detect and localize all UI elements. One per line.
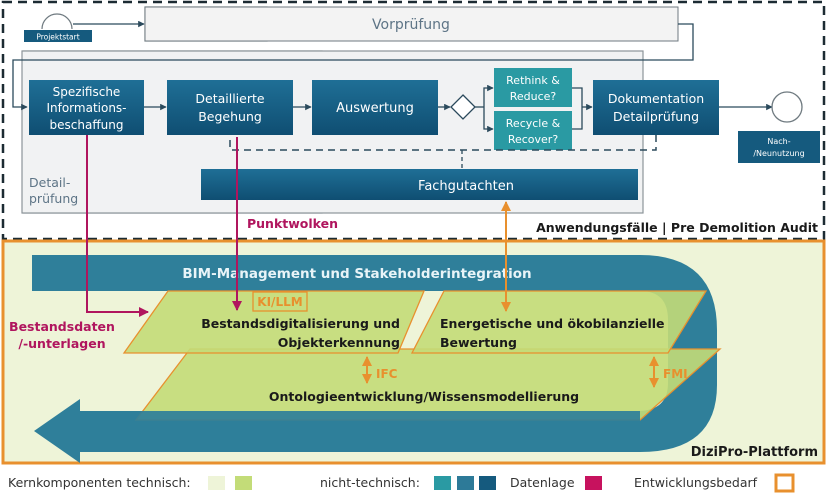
layer-bestandsdigitalisierung: [122, 290, 425, 354]
step-rethink-line2: Reduce?: [510, 90, 557, 103]
vorpruefung-label: Vorprüfung: [372, 17, 450, 33]
nachnutzung-badge[interactable]: [738, 131, 820, 163]
fachgutachten-dashed-connector: [229, 135, 657, 151]
step-begehung-line2: Begehung: [198, 109, 262, 124]
step-info-line1: Spezifische: [53, 85, 121, 99]
bim-flow-band-bottom: [80, 411, 640, 452]
detail-label-line2: prüfung: [29, 191, 78, 206]
legend-swatch-light-green: [208, 476, 225, 490]
vorpruefung-wide[interactable]: [144, 6, 679, 42]
legend: Kernkomponenten technisch: nicht-technis…: [8, 473, 795, 493]
audit-section-title: Anwendungsfälle | Pre Demolition Audit: [536, 220, 818, 235]
ifc-label: IFC: [376, 367, 398, 381]
ki-llm-badge: [252, 291, 308, 312]
ontologie-label: Ontologieentwicklung/Wissensmodellierung: [269, 389, 579, 404]
nachnutzung-line1: Nach-: [767, 137, 790, 146]
bestandsdaten-line1: Bestandsdaten: [9, 319, 115, 334]
legend-swatch-green: [235, 476, 252, 490]
start-event-icon: [41, 13, 73, 30]
ki-llm-label: KI/LLM: [257, 295, 302, 309]
step-informationsbeschaffung[interactable]: Spezifische Informations- beschaffung: [29, 80, 144, 135]
fmi-label: FMI: [663, 367, 688, 381]
step-detaillierte-begehung[interactable]: Detaillierte Begehung: [167, 80, 293, 135]
step-rethink-reduce[interactable]: Rethink & Reduce?: [494, 68, 572, 107]
legend-swatch-mid-blue: [457, 476, 474, 490]
legend-entwicklungsbedarf-label: Entwicklungsbedarf: [634, 475, 758, 490]
bestandsdaten-flow-arrow: [86, 135, 149, 317]
vorpruefung-loop-connector: [12, 23, 694, 111]
end-event-icon: [771, 91, 803, 123]
energie-line2: Bewertung: [440, 335, 517, 350]
energie-line1: Energetische und ökobilanzielle: [440, 316, 665, 331]
fachgutachten-bar[interactable]: Fachgutachten: [201, 169, 638, 200]
gateway-to-rethink-arrow: [483, 84, 494, 107]
layer-ontologie: [134, 348, 722, 421]
step-recycle-line2: Recover?: [508, 133, 558, 146]
step-begehung-line1: Detaillierte: [195, 91, 264, 106]
step-doku-line1: Dokumentation: [608, 91, 704, 106]
digitalisierung-line1: Bestandsdigitalisierung und: [201, 316, 400, 331]
step-recycle-line1: Recycle &: [506, 117, 561, 130]
legend-swatch-magenta: [585, 476, 602, 490]
gateway-to-recycle-arrow: [483, 107, 494, 133]
punktwolken-label: Punktwolken: [247, 216, 338, 231]
step-info-line2: Informations-: [46, 101, 126, 115]
nachnutzung-line2: /Neunutzung: [753, 149, 804, 158]
legend-datenlage-label: Datenlage: [510, 475, 575, 490]
step-dokumentation[interactable]: Dokumentation Detailprüfung: [593, 80, 719, 135]
bim-management-label: BIM-Management und Stakeholderintegratio…: [182, 266, 531, 282]
legend-swatch-dark-blue: [479, 476, 496, 490]
recycle-merge-connector: [572, 107, 583, 130]
bestandsdaten-line2: /-unterlagen: [18, 336, 105, 351]
legend-technisch-label: Kernkomponenten technisch:: [8, 475, 191, 490]
fachgutachten-label: Fachgutachten: [418, 179, 514, 194]
rethink-merge-connector: [572, 87, 583, 107]
layer-energetische-bewertung: [410, 290, 708, 354]
decision-gateway-icon: [450, 94, 476, 120]
platform-title: DiziPro-Plattform: [691, 445, 818, 460]
legend-swatch-orange-outline: [774, 473, 795, 493]
legend-swatch-teal: [434, 476, 451, 490]
legend-nicht-technisch-label: nicht-technisch:: [320, 475, 420, 490]
projektstart-label: Projektstart: [36, 33, 79, 42]
step-recycle-recover[interactable]: Recycle & Recover?: [494, 111, 572, 150]
digitalisierung-line2: Objekterkennung: [278, 335, 400, 350]
step-auswertung[interactable]: Auswertung: [312, 80, 438, 135]
projektstart-badge[interactable]: [24, 30, 92, 42]
detail-label-line1: Detail-: [29, 175, 70, 190]
step-auswertung-label: Auswertung: [336, 101, 414, 116]
step-info-line3: beschaffung: [50, 118, 124, 132]
step-rethink-line1: Rethink &: [506, 74, 560, 87]
audit-section-border: [1, 0, 826, 241]
step-doku-line2: Detailprüfung: [613, 109, 699, 124]
